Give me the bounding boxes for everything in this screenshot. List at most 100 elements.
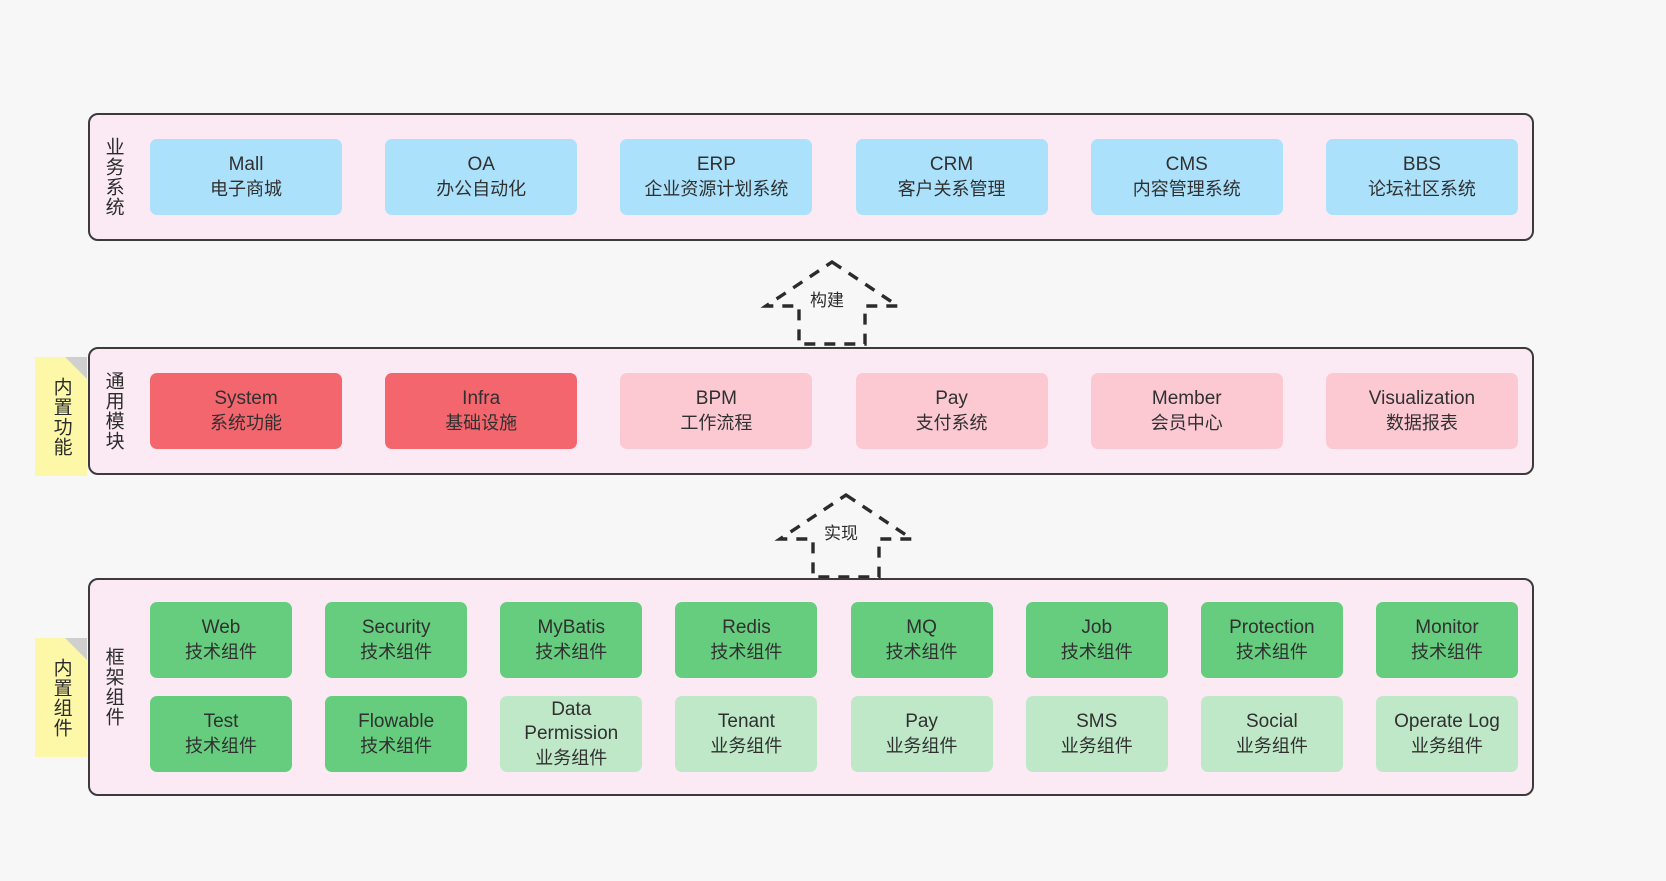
item-title-cn: 业务组件 (535, 748, 608, 768)
item-title-cn: 业务组件 (1060, 735, 1133, 756)
business-item-erp[interactable]: ERP 企业资源计划系统 (620, 139, 813, 215)
item-title-en: Monitor (1415, 616, 1479, 638)
framework-item-flowable[interactable]: Flowable 技术组件 (325, 696, 468, 772)
framework-item-monitor[interactable]: Monitor 技术组件 (1375, 602, 1518, 678)
item-title-en: System (214, 387, 278, 409)
connector-implement-shape (774, 492, 918, 579)
framework-item-data-permission[interactable]: Data Permission 业务组件 (500, 696, 643, 772)
item-title-cn: 系统功能 (210, 412, 282, 433)
framework-item-test[interactable]: Test 技术组件 (150, 696, 292, 772)
framework-item-protection[interactable]: Protection 技术组件 (1200, 602, 1343, 678)
item-title-cn: 技术组件 (185, 735, 257, 756)
item-title-cn: 论坛社区系统 (1367, 178, 1476, 199)
framework-item-web[interactable]: Web 技术组件 (150, 602, 292, 678)
note-builtin-features: 内置功能 (35, 357, 87, 476)
framework-item-tenant[interactable]: Tenant 业务组件 (675, 696, 818, 772)
layer-common-modules-title: 通用模块 (102, 371, 124, 451)
item-title-en: Visualization (1368, 387, 1476, 409)
item-title-cn: 技术组件 (1410, 641, 1483, 662)
note-builtin-components-label: 内置组件 (50, 657, 72, 738)
item-title-en: OA (467, 153, 495, 175)
item-title-en: BPM (695, 387, 737, 409)
framework-item-sms[interactable]: SMS 业务组件 (1025, 696, 1168, 772)
framework-item-mybatis[interactable]: MyBatis 技术组件 (500, 602, 643, 678)
item-title-cn: 企业资源计划系统 (644, 178, 789, 199)
item-title-en: CRM (929, 153, 974, 175)
item-title-cn: 基础设施 (445, 412, 518, 433)
note-builtin-features-label: 内置功能 (50, 376, 72, 457)
item-title-en: CMS (1165, 153, 1208, 175)
item-title-cn: 支付系统 (915, 412, 988, 433)
business-item-bbs[interactable]: BBS 论坛社区系统 (1325, 139, 1518, 215)
item-title-en: Member (1151, 387, 1222, 409)
connector-implement-label: 实现 (824, 524, 858, 543)
item-title-en: BBS (1402, 153, 1441, 175)
item-title-en: Operate Log (1394, 710, 1500, 732)
module-item-member[interactable]: Member 会员中心 (1090, 373, 1283, 449)
connector-build-shape (760, 259, 904, 346)
item-title-cn: 业务组件 (710, 735, 783, 756)
item-title-cn: 数据报表 (1385, 412, 1458, 433)
item-title-en: Web (201, 616, 241, 638)
item-title-en: SMS (1076, 710, 1118, 732)
item-title-cn: 会员中心 (1150, 412, 1223, 433)
item-title-en: Protection (1229, 616, 1315, 638)
module-item-visualization[interactable]: Visualization 数据报表 (1325, 373, 1518, 449)
item-title-cn: 技术组件 (1060, 641, 1133, 662)
item-title-cn: 技术组件 (360, 641, 433, 662)
note-builtin-components: 内置组件 (35, 638, 87, 757)
business-item-oa[interactable]: OA 办公自动化 (385, 139, 578, 215)
item-title-en: Security (361, 616, 431, 638)
framework-item-operate-log[interactable]: Operate Log 业务组件 (1375, 696, 1518, 772)
item-title-en: Flowable (358, 710, 435, 732)
item-title-en: Data Permission (524, 698, 619, 745)
item-title-en: MQ (906, 616, 937, 638)
item-title-cn: 技术组件 (710, 641, 783, 662)
item-title-en: Tenant (717, 710, 775, 732)
item-title-cn: 技术组件 (360, 735, 433, 756)
framework-item-job[interactable]: Job 技术组件 (1025, 602, 1168, 678)
item-title-cn: 电子商城 (210, 178, 282, 199)
item-title-cn: 技术组件 (535, 641, 608, 662)
module-item-pay[interactable]: Pay 支付系统 (855, 373, 1048, 449)
item-title-en: Social (1245, 710, 1298, 732)
connector-build: 构建 (752, 258, 912, 348)
item-title-cn: 办公自动化 (436, 178, 527, 199)
item-title-cn: 业务组件 (1235, 735, 1308, 756)
connector-implement: 实现 (766, 491, 926, 581)
item-title-en: Test (203, 710, 239, 732)
business-item-mall[interactable]: Mall 电子商城 (150, 139, 342, 215)
item-title-cn: 技术组件 (185, 641, 257, 662)
business-item-crm[interactable]: CRM 客户关系管理 (855, 139, 1048, 215)
framework-item-social[interactable]: Social 业务组件 (1200, 696, 1343, 772)
item-title-cn: 技术组件 (1235, 641, 1308, 662)
module-item-infra[interactable]: Infra 基础设施 (385, 373, 578, 449)
item-title-en: ERP (696, 153, 736, 175)
item-title-cn: 客户关系管理 (897, 178, 1006, 199)
item-title-cn: 业务组件 (1410, 735, 1483, 756)
item-title-en: Mall (228, 153, 264, 175)
item-title-en: MyBatis (537, 616, 606, 638)
item-title-en: Infra (462, 387, 501, 409)
item-title-en: Pay (935, 387, 968, 409)
framework-item-security[interactable]: Security 技术组件 (325, 602, 468, 678)
module-item-system[interactable]: System 系统功能 (150, 373, 342, 449)
item-title-en: Job (1081, 616, 1113, 638)
layer-framework-components-title: 框架组件 (102, 647, 124, 727)
